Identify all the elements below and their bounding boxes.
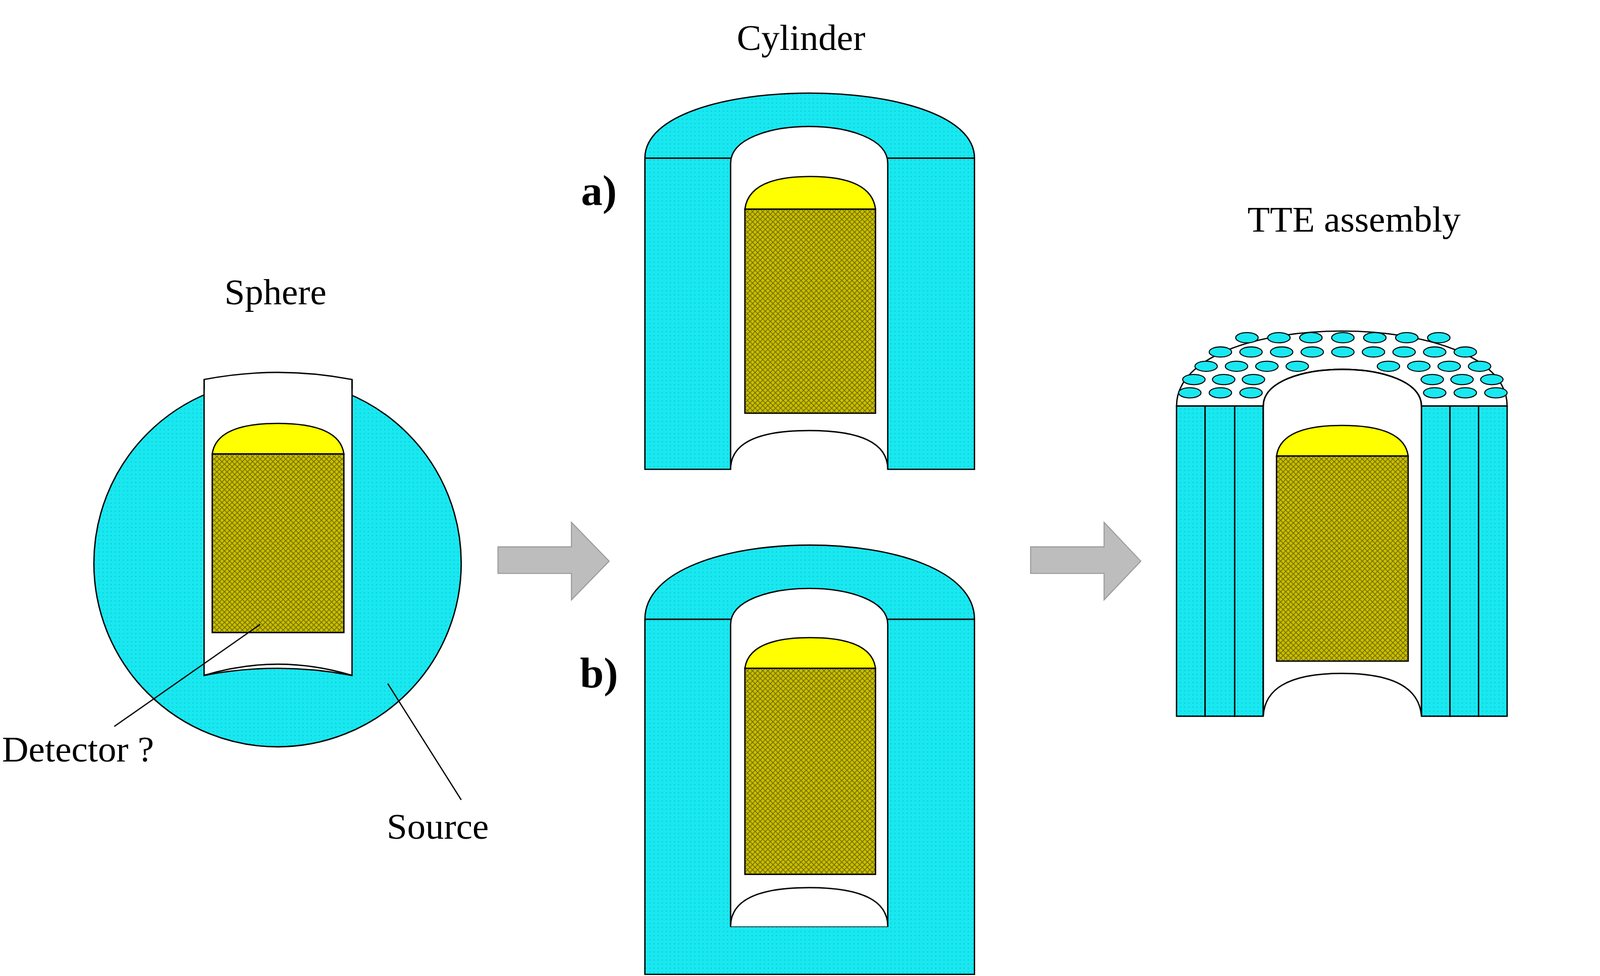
variant-label: a) <box>580 167 617 215</box>
rod-end <box>1437 361 1461 372</box>
rod-end <box>1270 346 1293 357</box>
process-arrow <box>498 522 1142 601</box>
rod-end <box>1299 332 1322 343</box>
rod-end <box>1480 374 1503 385</box>
rod-end <box>1178 387 1201 398</box>
part-title: Cylinder <box>736 18 866 60</box>
rod-end <box>1423 346 1446 357</box>
rod-end <box>1420 374 1444 385</box>
rod-end <box>1377 361 1400 372</box>
rod-end <box>1427 332 1450 343</box>
sphere-source <box>93 372 462 748</box>
rod-end <box>1235 332 1258 343</box>
rod-end <box>1242 374 1265 385</box>
callout-label: Source <box>386 807 489 848</box>
leader-line <box>114 624 461 800</box>
rod-end <box>1393 346 1416 357</box>
rod-end <box>1255 361 1278 372</box>
rod-end <box>1454 346 1477 357</box>
rod-end <box>1484 387 1508 398</box>
rod-end <box>1267 332 1291 343</box>
rod-end <box>1209 387 1232 398</box>
rod-end <box>1454 387 1477 398</box>
sphere-detector <box>212 423 345 633</box>
rod-end <box>1225 361 1248 372</box>
part-title: Sphere <box>224 272 327 313</box>
rod-end <box>1395 332 1418 343</box>
part-title: TTE assembly <box>1247 200 1461 241</box>
rod-end <box>1450 374 1473 385</box>
rod-end <box>1301 346 1324 357</box>
rod-end <box>1209 346 1232 357</box>
rod-end <box>1239 387 1262 398</box>
rod-end <box>1286 361 1309 372</box>
rod-end <box>1331 332 1354 343</box>
tte-detector <box>1276 425 1409 662</box>
rod-end <box>1423 387 1446 398</box>
callout-label: Detector ? <box>2 729 154 771</box>
cylinder-b-source <box>645 545 975 975</box>
rod-end <box>1194 361 1217 372</box>
cylinder-a-source <box>645 92 975 469</box>
rod-end <box>1468 361 1491 372</box>
rod-end <box>1182 374 1205 385</box>
rod-end <box>1362 346 1385 357</box>
rod-end <box>1407 361 1430 372</box>
rod-end <box>1363 332 1386 343</box>
rod-end <box>1239 346 1262 357</box>
variant-label: b) <box>579 650 619 698</box>
cylinder-a-detector <box>744 176 876 414</box>
cylinder-b-detector <box>744 637 876 875</box>
tte-source-rods <box>1176 331 1508 717</box>
rod-end <box>1212 374 1235 385</box>
rod-end <box>1331 346 1354 357</box>
